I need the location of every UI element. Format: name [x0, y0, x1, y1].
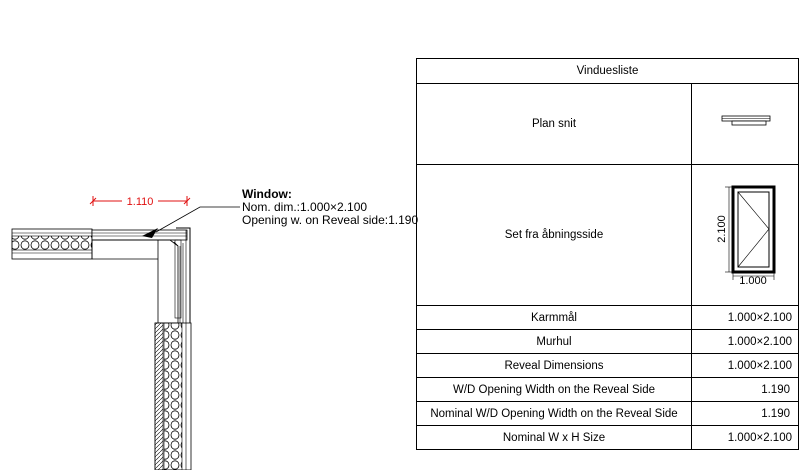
horizontal-wall: [11, 228, 93, 260]
row-value: 1.000×2.100: [691, 329, 799, 354]
row-value: 1.000×2.100: [691, 425, 799, 450]
elevation-cell: [691, 164, 799, 306]
schedule-header: Vinduesliste: [416, 58, 799, 84]
callout-opening-width: Opening w. on Reveal side:1.190: [242, 213, 419, 227]
callout-leader: [142, 206, 240, 238]
row-label: Reveal Dimensions: [416, 353, 692, 378]
row-label: Karmmål: [416, 305, 692, 330]
vertical-wall: [154, 322, 192, 470]
row-value: 1.000×2.100: [691, 305, 799, 330]
row-label: W/D Opening Width on the Reveal Side: [416, 377, 692, 402]
dimension-line: 1.110: [89, 194, 191, 208]
row-label: Nominal W x H Size: [416, 425, 692, 450]
row-value: 1.190: [691, 377, 799, 402]
row-value: 1.190: [691, 401, 799, 426]
corner-reveal: [92, 227, 191, 324]
callout-nominal-dim: Nom. dim.:1.000×2.100: [242, 200, 368, 214]
row-value: 1.000×2.100: [691, 353, 799, 378]
plan-section-cell: [691, 83, 799, 165]
plan-section-label: Plan snit: [416, 83, 692, 165]
row-label: Murhul: [416, 329, 692, 354]
elevation-view-label: Set fra åbningsside: [416, 164, 692, 306]
window-callout: Window: Nom. dim.:1.000×2.100 Opening w.…: [242, 188, 418, 227]
window-schedule-table: Vinduesliste Plan snit Set fra åbningssi…: [416, 58, 799, 450]
dimension-label: 1.110: [127, 196, 154, 208]
callout-title: Window:: [242, 187, 292, 201]
row-label: Nominal W/D Opening Width on the Reveal …: [416, 401, 692, 426]
window-plan: [91, 229, 188, 241]
